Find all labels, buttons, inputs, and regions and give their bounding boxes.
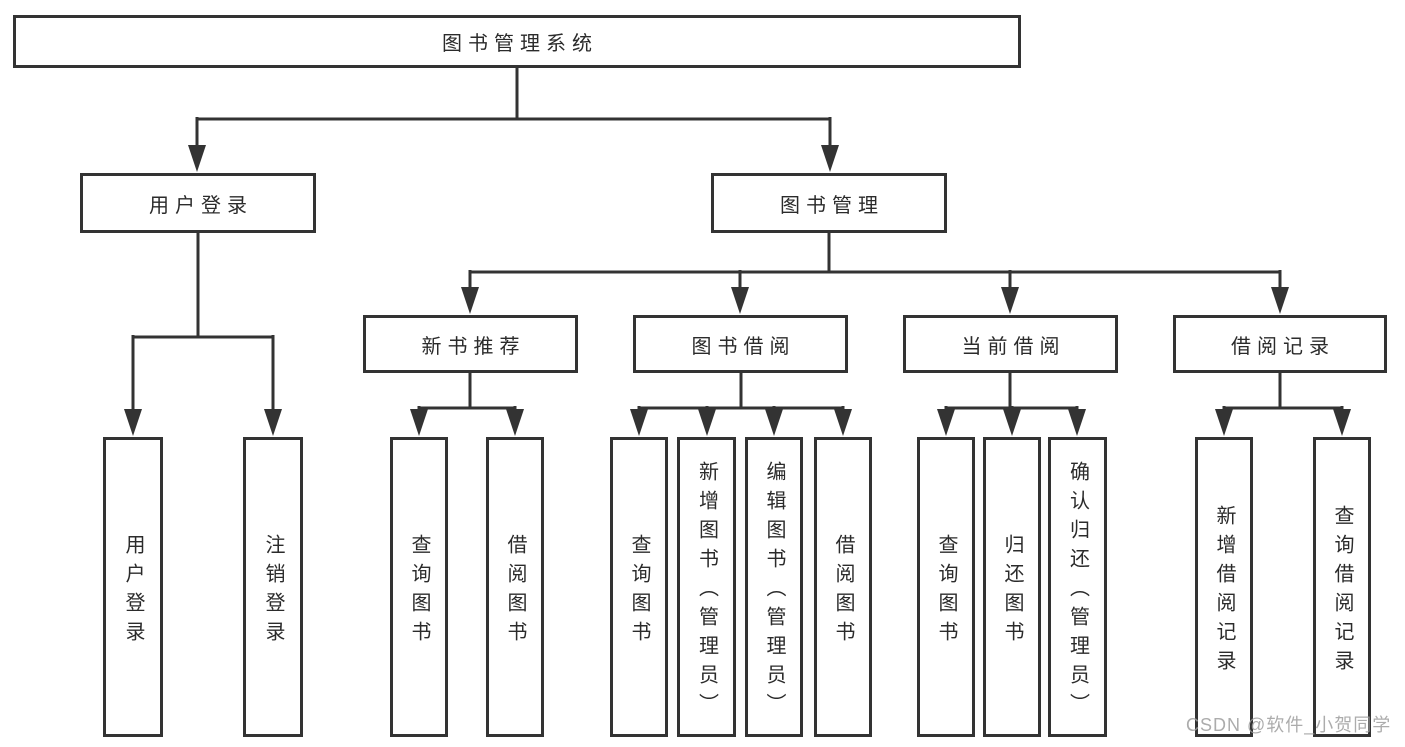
- leaf-user-login: 用户登录: [103, 437, 163, 737]
- arrow-down-icon: [731, 287, 749, 314]
- arrow-down-icon: [937, 409, 955, 436]
- node-current-borrowing-label: 当前借阅: [961, 335, 1066, 358]
- leaf-return-book: 归还图书: [983, 437, 1041, 737]
- arrow-down-icon: [765, 409, 783, 436]
- leaf-logout-label: 注销登录: [262, 533, 284, 650]
- arrow-down-icon: [1003, 409, 1021, 436]
- leaf-query-books-3-label: 查询图书: [935, 533, 957, 650]
- leaf-add-book-admin: 新增图书（管理员）: [677, 437, 736, 737]
- arrow-down-icon: [1001, 287, 1019, 314]
- leaf-borrow-books-1: 借阅图书: [486, 437, 544, 737]
- leaf-add-book-admin-label: 新增图书（管理员）: [695, 461, 718, 722]
- node-book-management-label: 图书管理: [780, 194, 884, 217]
- node-current-borrowing: 当前借阅: [903, 315, 1118, 373]
- node-book-borrowing: 图书借阅: [633, 315, 848, 373]
- leaf-add-borrow-record: 新增借阅记录: [1195, 437, 1253, 737]
- node-borrow-records: 借阅记录: [1173, 315, 1387, 373]
- arrow-down-icon: [124, 409, 142, 436]
- leaf-edit-book-admin: 编辑图书（管理员）: [745, 437, 803, 737]
- watermark: CSDN @软件_小贺同学: [1186, 715, 1392, 735]
- arrow-down-icon: [834, 409, 852, 436]
- node-book-management: 图书管理: [711, 173, 947, 233]
- arrow-down-icon: [1215, 409, 1233, 436]
- arrowheads: [124, 145, 1351, 436]
- leaf-confirm-return-admin-label: 确认归还（管理员）: [1066, 461, 1089, 722]
- leaf-user-login-label: 用户登录: [122, 533, 144, 650]
- node-new-book-recommend-label: 新书推荐: [421, 335, 526, 358]
- node-user-login: 用户登录: [80, 173, 316, 233]
- arrow-down-icon: [698, 409, 716, 436]
- leaf-return-book-label: 归还图书: [1001, 533, 1023, 650]
- leaf-add-borrow-record-label: 新增借阅记录: [1213, 504, 1235, 679]
- arrow-down-icon: [821, 145, 839, 172]
- arrow-down-icon: [1271, 287, 1289, 314]
- arrow-down-icon: [461, 287, 479, 314]
- node-new-book-recommend: 新书推荐: [363, 315, 578, 373]
- leaf-borrow-books-2-label: 借阅图书: [832, 533, 854, 650]
- node-borrow-records-label: 借阅记录: [1231, 335, 1335, 358]
- arrow-down-icon: [506, 409, 524, 436]
- leaf-query-books-1: 查询图书: [390, 437, 448, 737]
- leaf-query-borrow-record: 查询借阅记录: [1313, 437, 1371, 737]
- arrow-down-icon: [630, 409, 648, 436]
- leaf-query-books-3: 查询图书: [917, 437, 975, 737]
- leaf-borrow-books-2: 借阅图书: [814, 437, 872, 737]
- node-root-label: 图书管理系统: [442, 33, 598, 55]
- node-user-login-label: 用户登录: [149, 194, 253, 217]
- leaf-query-books-1-label: 查询图书: [408, 533, 430, 650]
- arrow-down-icon: [264, 409, 282, 436]
- leaf-confirm-return-admin: 确认归还（管理员）: [1048, 437, 1107, 737]
- leaf-edit-book-admin-label: 编辑图书（管理员）: [763, 461, 785, 722]
- arrow-down-icon: [410, 409, 428, 436]
- arrow-down-icon: [1068, 409, 1086, 436]
- leaf-logout: 注销登录: [243, 437, 303, 737]
- leaf-query-borrow-record-label: 查询借阅记录: [1331, 504, 1353, 679]
- leaf-borrow-books-1-label: 借阅图书: [504, 533, 526, 650]
- node-root: 图书管理系统: [13, 15, 1021, 68]
- leaf-query-books-2-label: 查询图书: [628, 533, 650, 650]
- arrow-down-icon: [188, 145, 206, 172]
- leaf-query-books-2: 查询图书: [610, 437, 668, 737]
- node-book-borrowing-label: 图书借阅: [691, 335, 796, 358]
- arrow-down-icon: [1333, 409, 1351, 436]
